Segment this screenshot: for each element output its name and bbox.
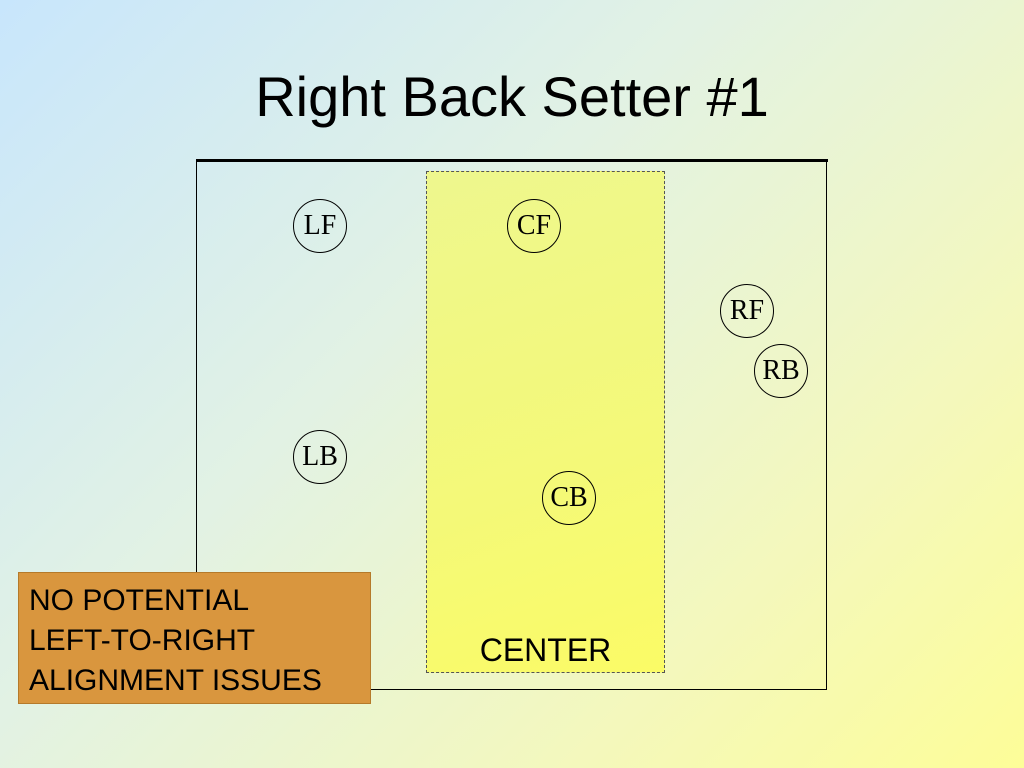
player-cb: CB bbox=[542, 471, 596, 525]
player-rb: RB bbox=[754, 344, 808, 398]
center-zone bbox=[426, 171, 665, 673]
note-line-2: LEFT-TO-RIGHT bbox=[29, 624, 256, 657]
center-zone-label: CENTER bbox=[479, 632, 612, 668]
alignment-note: NO POTENTIAL LEFT-TO-RIGHT ALIGNMENT ISS… bbox=[18, 572, 371, 704]
net-line bbox=[196, 159, 828, 162]
player-lf: LF bbox=[293, 199, 347, 253]
slide-title: Right Back Setter #1 bbox=[255, 65, 769, 128]
note-line-3: ALIGNMENT ISSUES bbox=[29, 664, 322, 697]
player-cf: CF bbox=[507, 199, 561, 253]
court-boundary bbox=[196, 161, 827, 690]
note-line-1: NO POTENTIAL bbox=[29, 584, 250, 617]
player-rf: RF bbox=[720, 284, 774, 338]
player-lb: LB bbox=[293, 430, 347, 484]
